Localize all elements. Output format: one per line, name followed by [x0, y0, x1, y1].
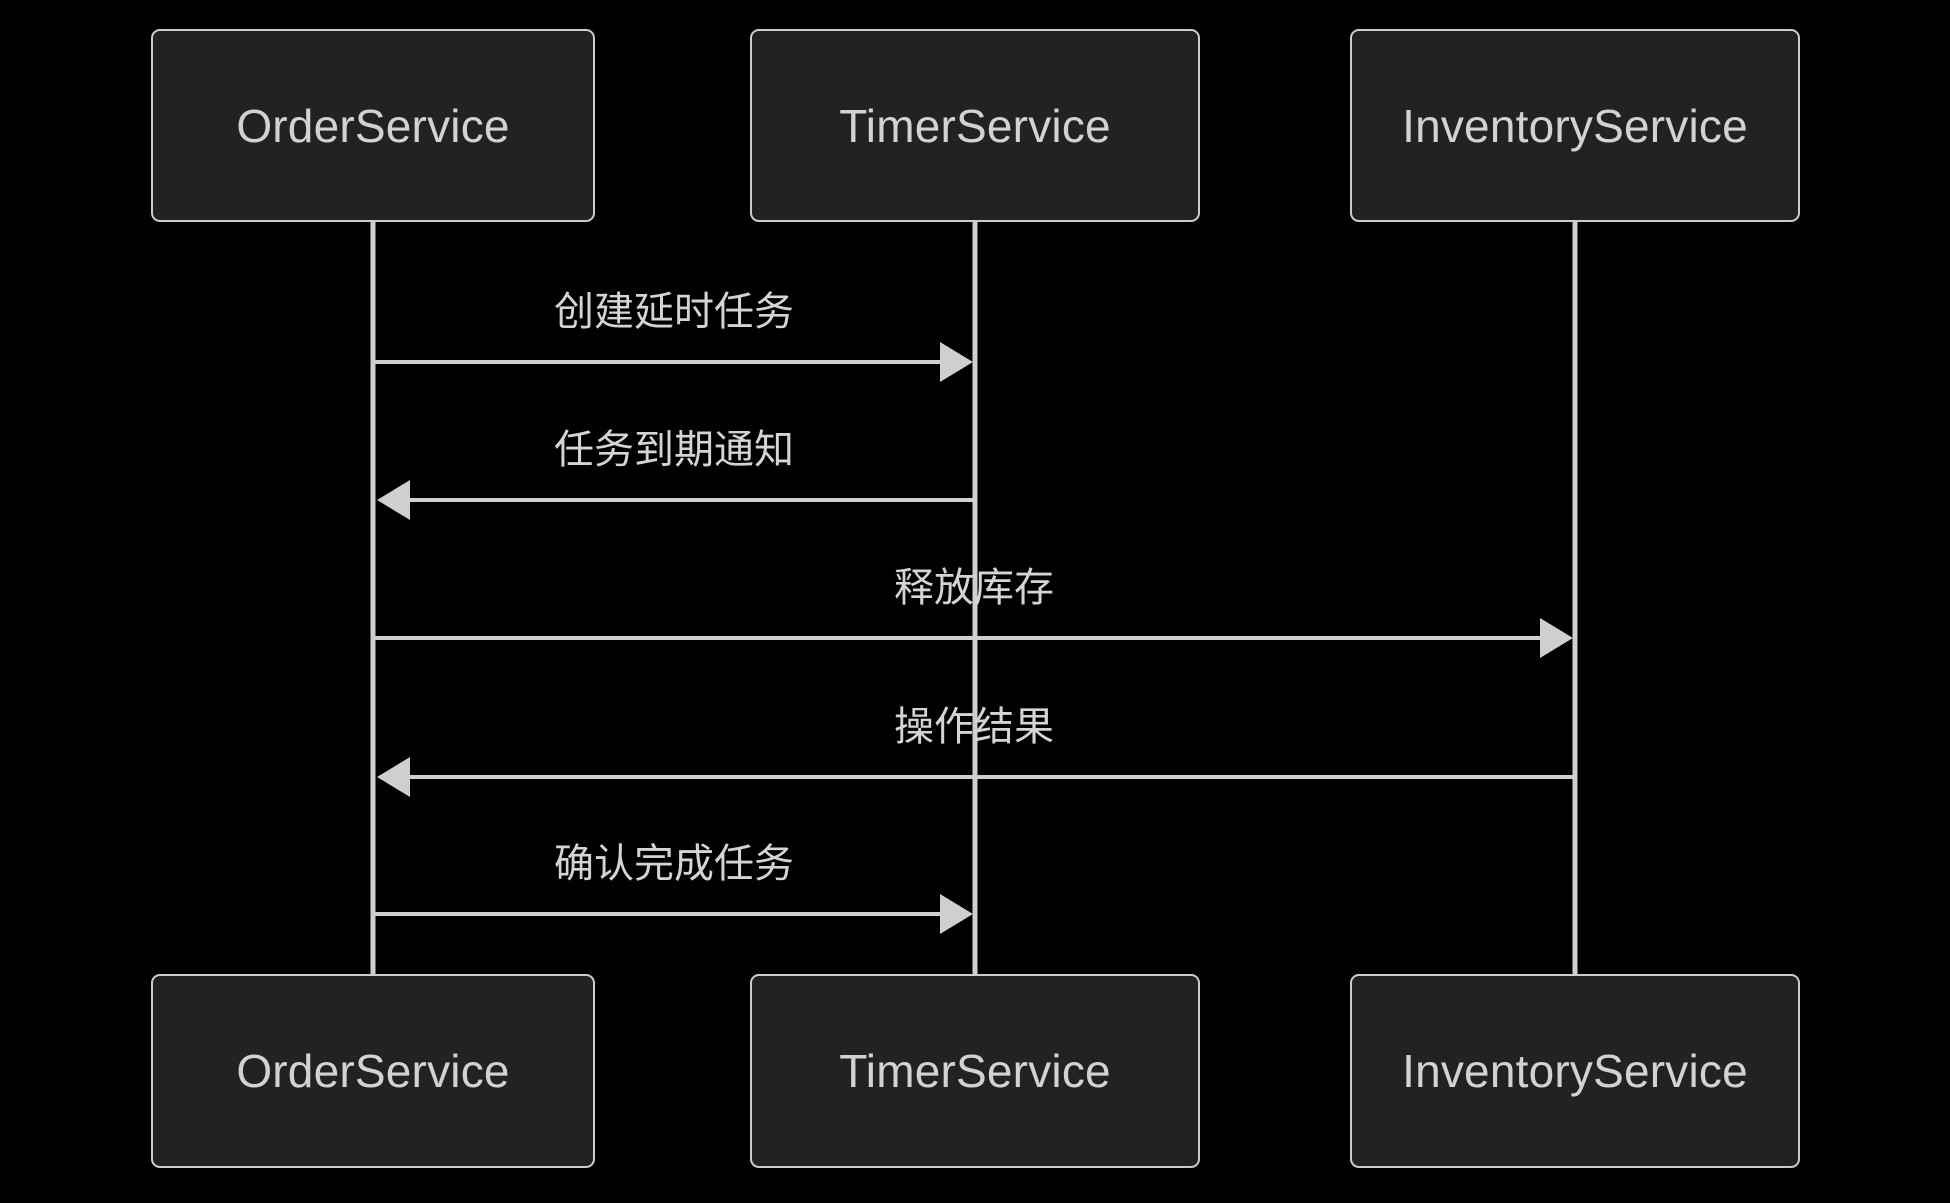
- message-label-2: 任务到期通知: [554, 428, 794, 472]
- message-arrowhead-1: [940, 342, 973, 382]
- participant-label: InventoryService: [1402, 1045, 1748, 1097]
- participant-label: TimerService: [839, 99, 1111, 152]
- participant-box-top-timer[interactable]: TimerService: [750, 29, 1200, 222]
- message-arrowhead-3: [1540, 618, 1573, 658]
- participant-box-bottom-timer[interactable]: TimerService: [750, 974, 1200, 1168]
- participant-label: InventoryService: [1402, 99, 1748, 152]
- lifeline-order: [370, 222, 376, 974]
- message-label-1: 创建延时任务: [554, 290, 794, 334]
- participant-box-bottom-order[interactable]: OrderService: [151, 974, 595, 1168]
- participant-box-top-order[interactable]: OrderService: [151, 29, 595, 222]
- message-line-4: [410, 775, 1575, 779]
- message-arrowhead-4: [377, 757, 410, 797]
- message-line-3: [375, 636, 1541, 640]
- participant-box-top-inventory[interactable]: InventoryService: [1350, 29, 1800, 222]
- participant-label: OrderService: [236, 1045, 510, 1097]
- lifeline-timer: [972, 222, 978, 974]
- message-label-4: 操作结果: [894, 705, 1054, 749]
- message-line-2: [410, 498, 975, 502]
- message-line-5: [375, 912, 941, 916]
- lifeline-inventory: [1572, 222, 1578, 974]
- participant-label: TimerService: [839, 1045, 1111, 1097]
- message-line-1: [375, 360, 941, 364]
- participant-label: OrderService: [236, 99, 510, 152]
- message-label-3: 释放库存: [894, 566, 1054, 610]
- message-arrowhead-5: [940, 894, 973, 934]
- message-arrowhead-2: [377, 480, 410, 520]
- participant-box-bottom-inventory[interactable]: InventoryService: [1350, 974, 1800, 1168]
- message-label-5: 确认完成任务: [554, 842, 794, 886]
